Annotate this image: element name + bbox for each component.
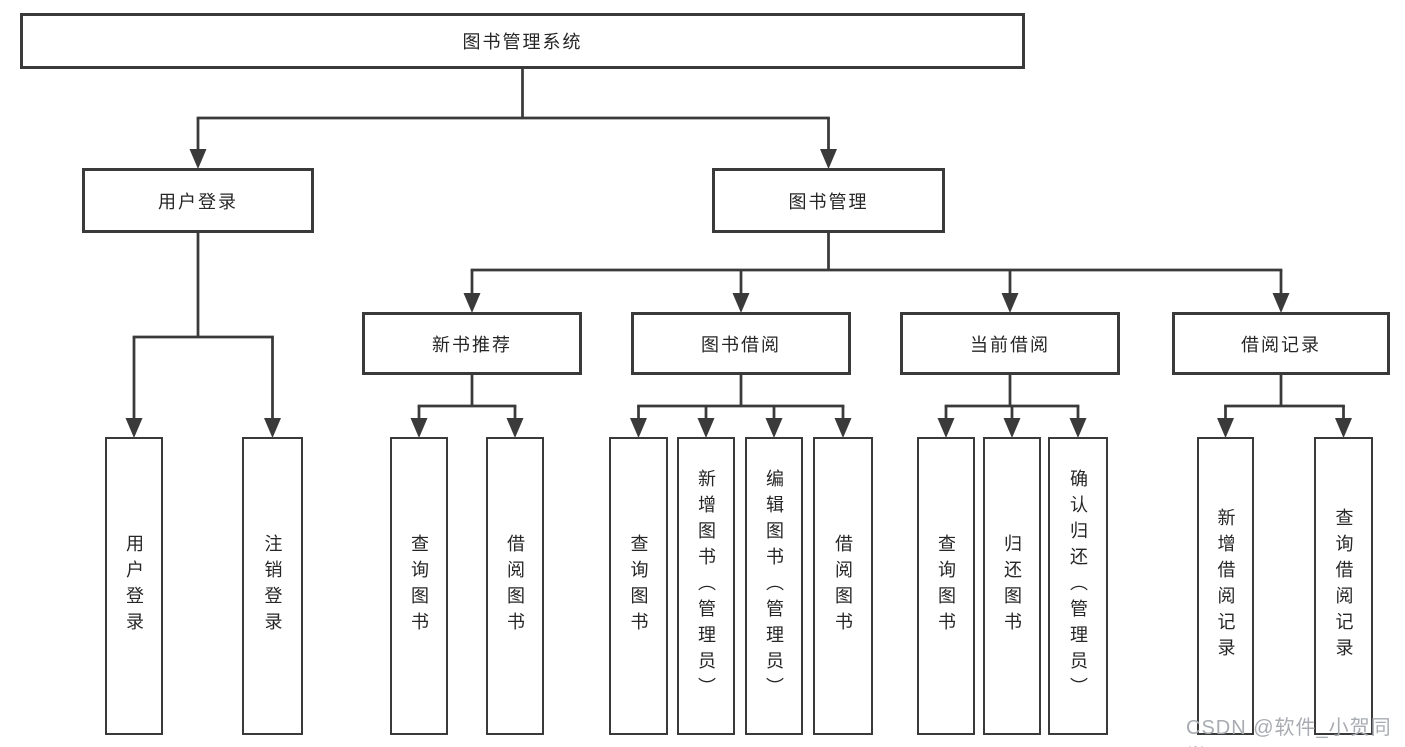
node-borrow-records: 借阅记录 [1172, 312, 1390, 375]
leaf-return-books: 归还图书 [983, 437, 1041, 735]
node-book-management: 图书管理 [712, 168, 945, 233]
node-library-management-system: 图书管理系统 [20, 13, 1025, 69]
leaf-search-books-borrowing: 查询图书 [609, 437, 668, 735]
leaf-borrow-books-recommend: 借阅图书 [486, 437, 544, 735]
leaf-logout-login: 注销登录 [242, 437, 303, 735]
node-current-borrowing: 当前借阅 [900, 312, 1120, 375]
leaf-edit-books-admin: 编辑图书（管理员） [745, 437, 803, 735]
leaf-user-login: 用户登录 [105, 437, 163, 735]
leaf-add-borrow-record: 新增借阅记录 [1197, 437, 1254, 735]
leaf-search-books-recommend: 查询图书 [390, 437, 448, 735]
leaf-confirm-return-admin: 确认归还（管理员） [1048, 437, 1108, 735]
leaf-borrow-books: 借阅图书 [813, 437, 873, 735]
csdn-watermark: CSDN @软件_小贺同学 [1186, 717, 1392, 747]
node-user-login: 用户登录 [82, 168, 314, 233]
node-book-borrowing: 图书借阅 [631, 312, 851, 375]
leaf-search-borrow-record: 查询借阅记录 [1314, 437, 1373, 735]
node-new-book-recommend: 新书推荐 [362, 312, 582, 375]
leaf-add-books-admin: 新增图书（管理员） [677, 437, 735, 735]
leaf-search-books-current: 查询图书 [917, 437, 975, 735]
